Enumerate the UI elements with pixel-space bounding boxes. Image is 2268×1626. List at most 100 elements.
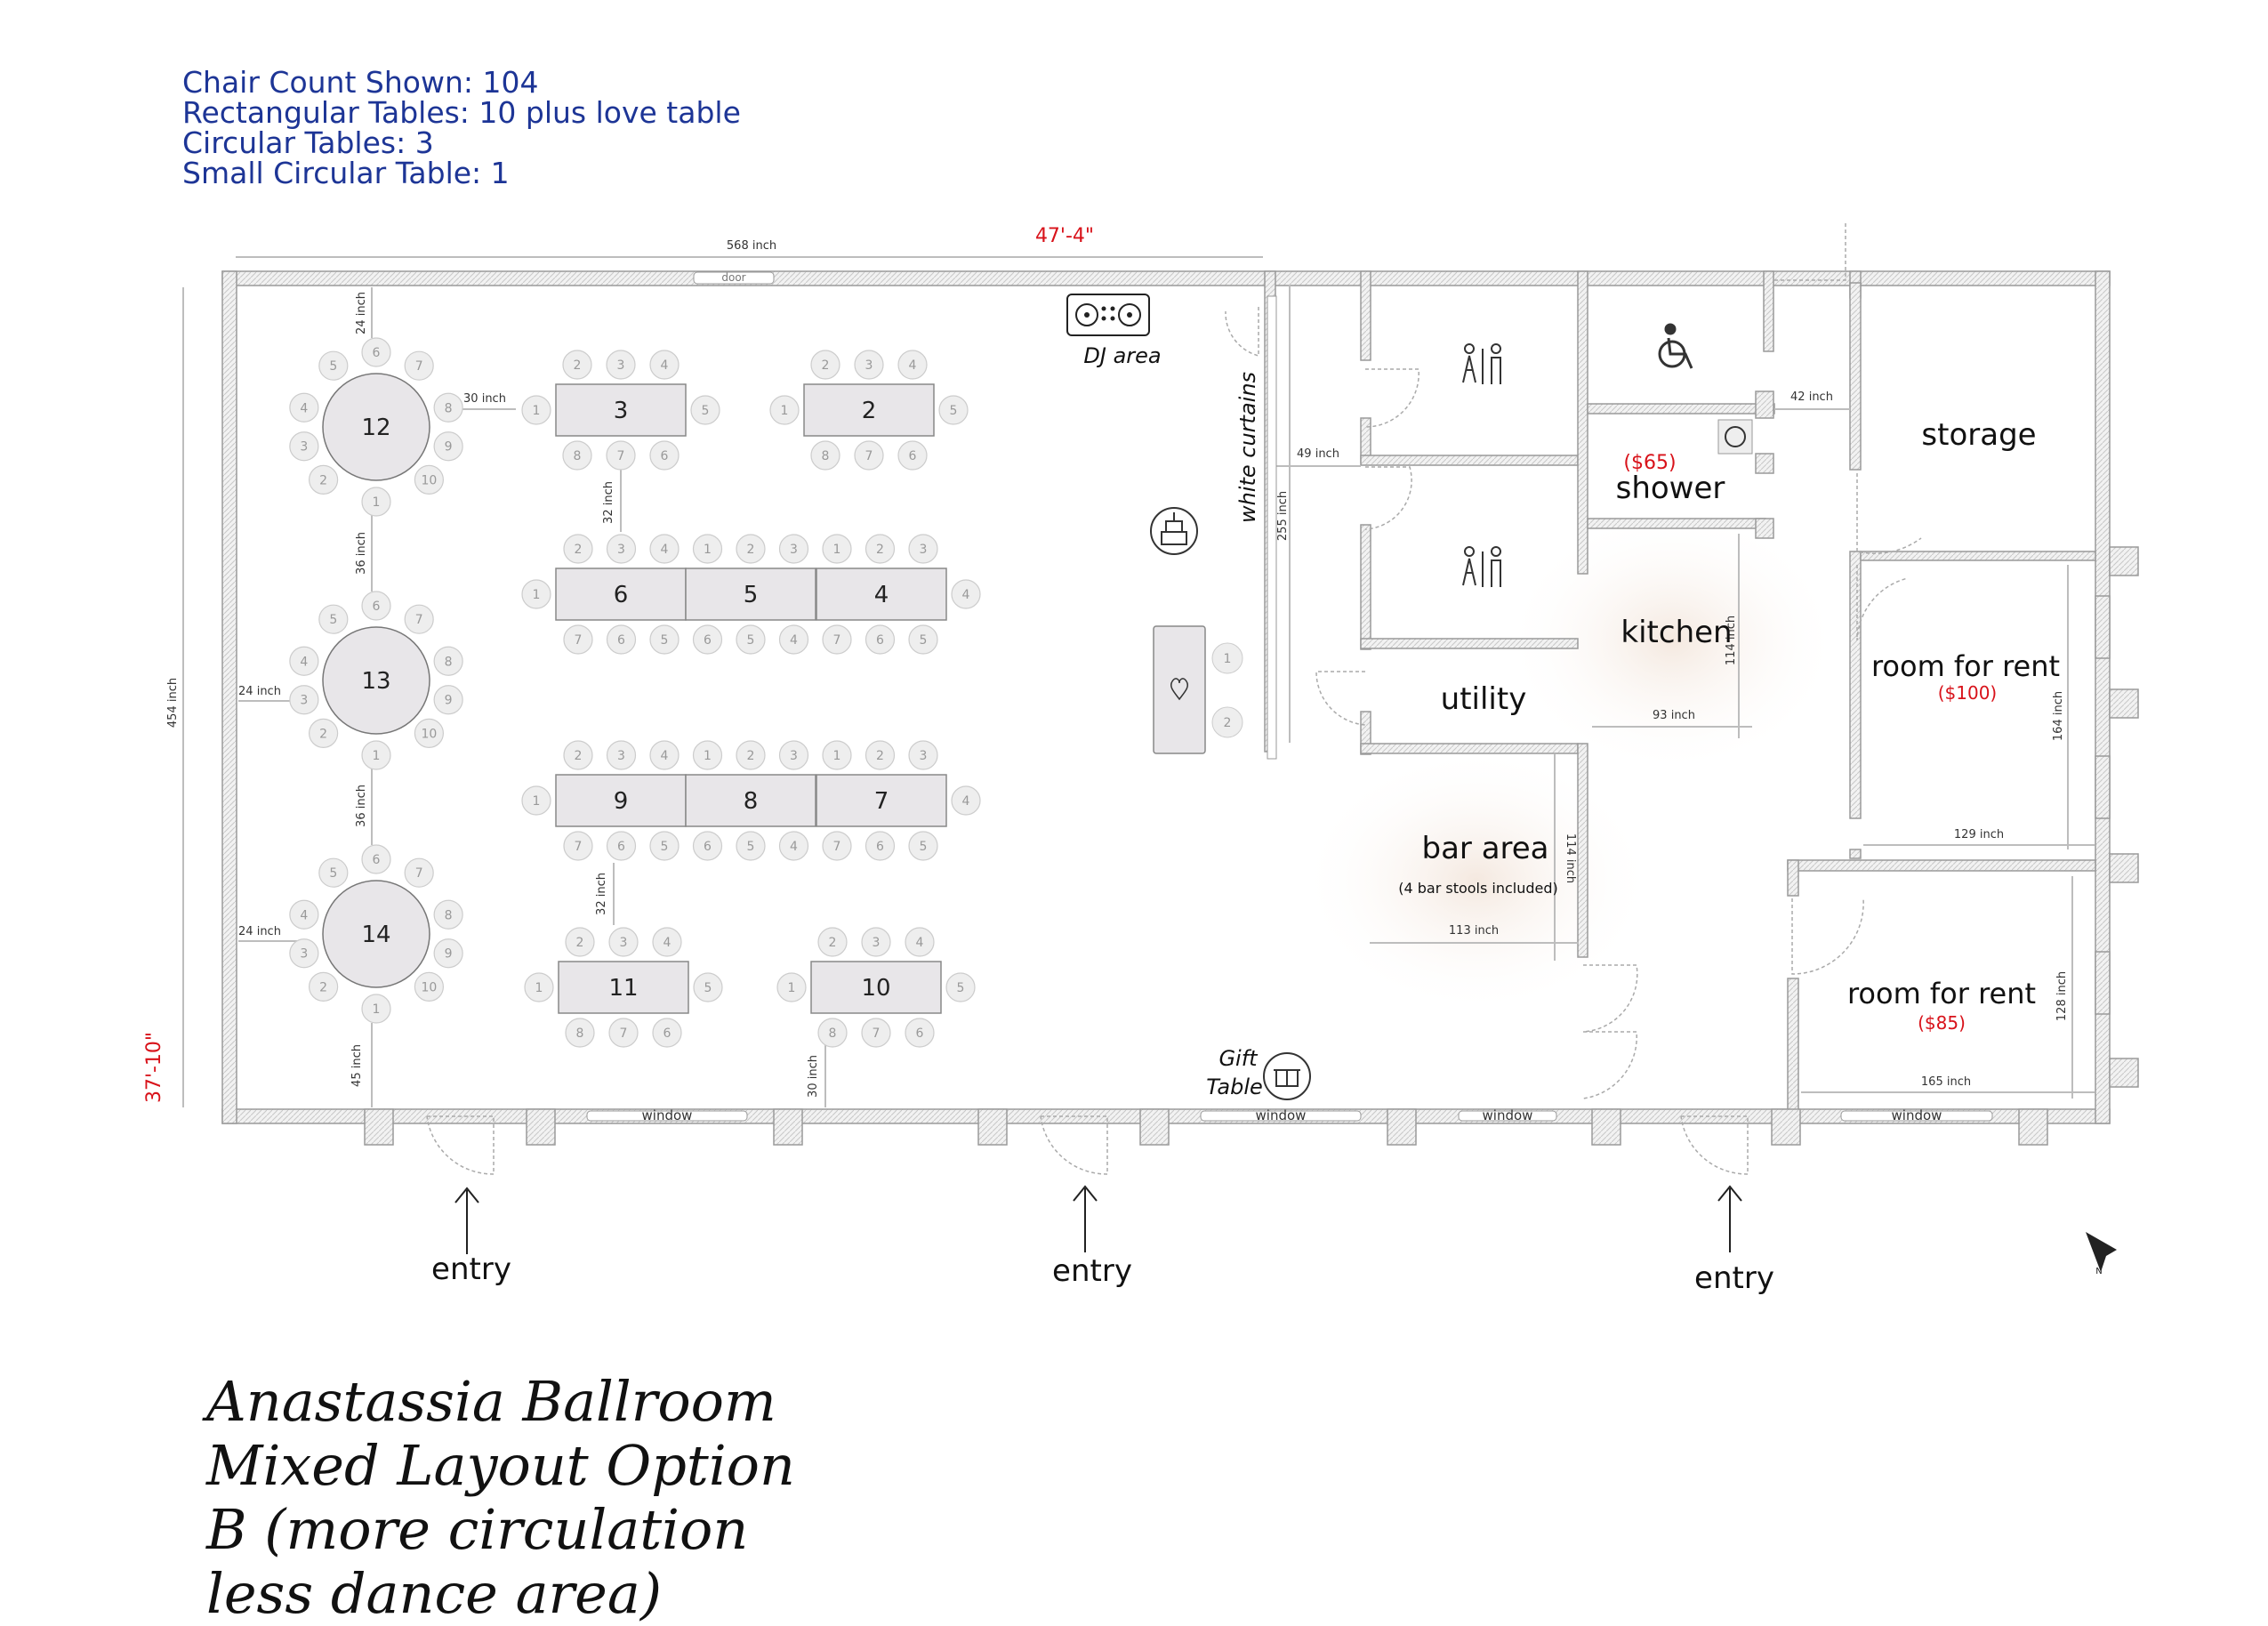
chair: [649, 624, 680, 655]
chair: [606, 440, 636, 471]
chair-number: 6: [373, 600, 381, 614]
chair: [822, 831, 852, 861]
chair-number: 6: [909, 449, 917, 463]
chair: [309, 718, 339, 748]
chair-number: 4: [661, 749, 669, 763]
chair: [433, 685, 463, 715]
rect-table: [555, 383, 687, 437]
chair: [606, 831, 637, 861]
chair: [778, 740, 809, 770]
chair-number: 4: [664, 936, 672, 950]
chair-number: 1: [373, 1002, 381, 1017]
chair: [649, 534, 680, 564]
chair: [865, 740, 896, 770]
chair: [810, 350, 840, 380]
chair: [289, 938, 319, 969]
chair-count-text: Chair Count Shown: 104: [182, 65, 539, 100]
chair: [608, 927, 639, 957]
dim-text: 93 inch: [1653, 709, 1695, 722]
chair-number: 2: [822, 358, 830, 373]
chair-number: 6: [617, 633, 625, 648]
chair: [652, 1018, 682, 1048]
small-circ-text: Small Circular Table: 1: [182, 156, 510, 190]
shower-label: shower: [1616, 471, 1725, 506]
storage-label: storage: [1921, 417, 2036, 453]
chair-number: 1: [781, 404, 789, 418]
chair-number: 5: [747, 840, 755, 854]
chair-number: 7: [620, 1026, 628, 1041]
chair-number: 1: [704, 749, 712, 763]
chair-number: 4: [300, 401, 308, 415]
chair-number: 2: [876, 543, 884, 557]
kitchen-label: kitchen: [1621, 615, 1732, 650]
chair-number: 2: [575, 543, 583, 557]
seating-layout: 1234567891012123456789101312345678910143…: [289, 337, 981, 1048]
chair-number: 1: [788, 981, 796, 995]
chair: [414, 464, 444, 495]
chair-number: 6: [916, 1026, 924, 1041]
chair: [945, 972, 976, 1002]
chair-number: 3: [873, 936, 881, 950]
chair-number: 6: [876, 633, 884, 648]
shower-price: ($65): [1623, 452, 1676, 474]
cake-icon: [1150, 507, 1198, 555]
dim-feet-text: 37'-10": [143, 1032, 165, 1103]
dj-label: DJ area: [1083, 343, 1161, 368]
rect-table: [685, 567, 816, 621]
chair: [521, 395, 551, 425]
chair: [361, 337, 391, 367]
chair-number: 5: [957, 981, 965, 995]
chair-number: 3: [617, 749, 625, 763]
windows: window window window window door: [586, 271, 1993, 1123]
rect-table-label: 9: [614, 788, 629, 815]
chair-number: 7: [833, 840, 841, 854]
chair: [692, 740, 723, 770]
chair-number: 2: [574, 358, 582, 373]
dim-text: 30 inch: [463, 392, 506, 406]
chair-number: 3: [920, 543, 928, 557]
chair-number: 4: [962, 588, 970, 602]
rect-table: [558, 961, 689, 1014]
rect-table: [803, 383, 935, 437]
rect-table: [816, 774, 947, 827]
bar-glow: [1299, 747, 1654, 1014]
chair: [905, 927, 935, 957]
chair-number: 7: [617, 449, 625, 463]
chair: [433, 646, 463, 676]
gift-table: Gift Table: [1206, 1046, 1311, 1100]
window-label: window: [1892, 1107, 1942, 1123]
chair-number: 3: [300, 694, 308, 708]
round-table-label: 13: [361, 668, 390, 695]
chair: [433, 392, 463, 423]
chair-number: 1: [373, 495, 381, 510]
chair: [692, 534, 723, 564]
rect-table: [555, 567, 687, 621]
chair-number: 7: [865, 449, 873, 463]
love-chair: [1211, 706, 1243, 738]
room1-price: ($100): [1938, 682, 1998, 704]
chair-number: 3: [620, 936, 628, 950]
chair: [361, 994, 391, 1024]
dim-text: 114 inch: [1725, 616, 1738, 665]
chair: [563, 534, 593, 564]
chair: [649, 831, 680, 861]
chair: [563, 624, 593, 655]
chair-number: 8: [445, 908, 453, 922]
chair: [865, 624, 896, 655]
chair-number: 6: [373, 853, 381, 867]
chair-number: 3: [790, 749, 798, 763]
chair: [897, 350, 928, 380]
love-chair: [1211, 642, 1243, 674]
chair-number: 7: [415, 359, 423, 374]
dim-text: 49 inch: [1297, 447, 1339, 461]
chair: [524, 972, 554, 1002]
plan-title: Anastassia Ballroom Mixed Layout Option …: [206, 1370, 1007, 1626]
chair: [905, 1018, 935, 1048]
chair: [817, 927, 848, 957]
room2-price: ($85): [1918, 1012, 1966, 1034]
rect-table-label: 11: [608, 975, 638, 1002]
dim-feet-text: 47'-4": [1035, 225, 1094, 247]
chair: [652, 927, 682, 957]
chair-number: 5: [329, 359, 337, 374]
chair-number: 2: [576, 936, 584, 950]
